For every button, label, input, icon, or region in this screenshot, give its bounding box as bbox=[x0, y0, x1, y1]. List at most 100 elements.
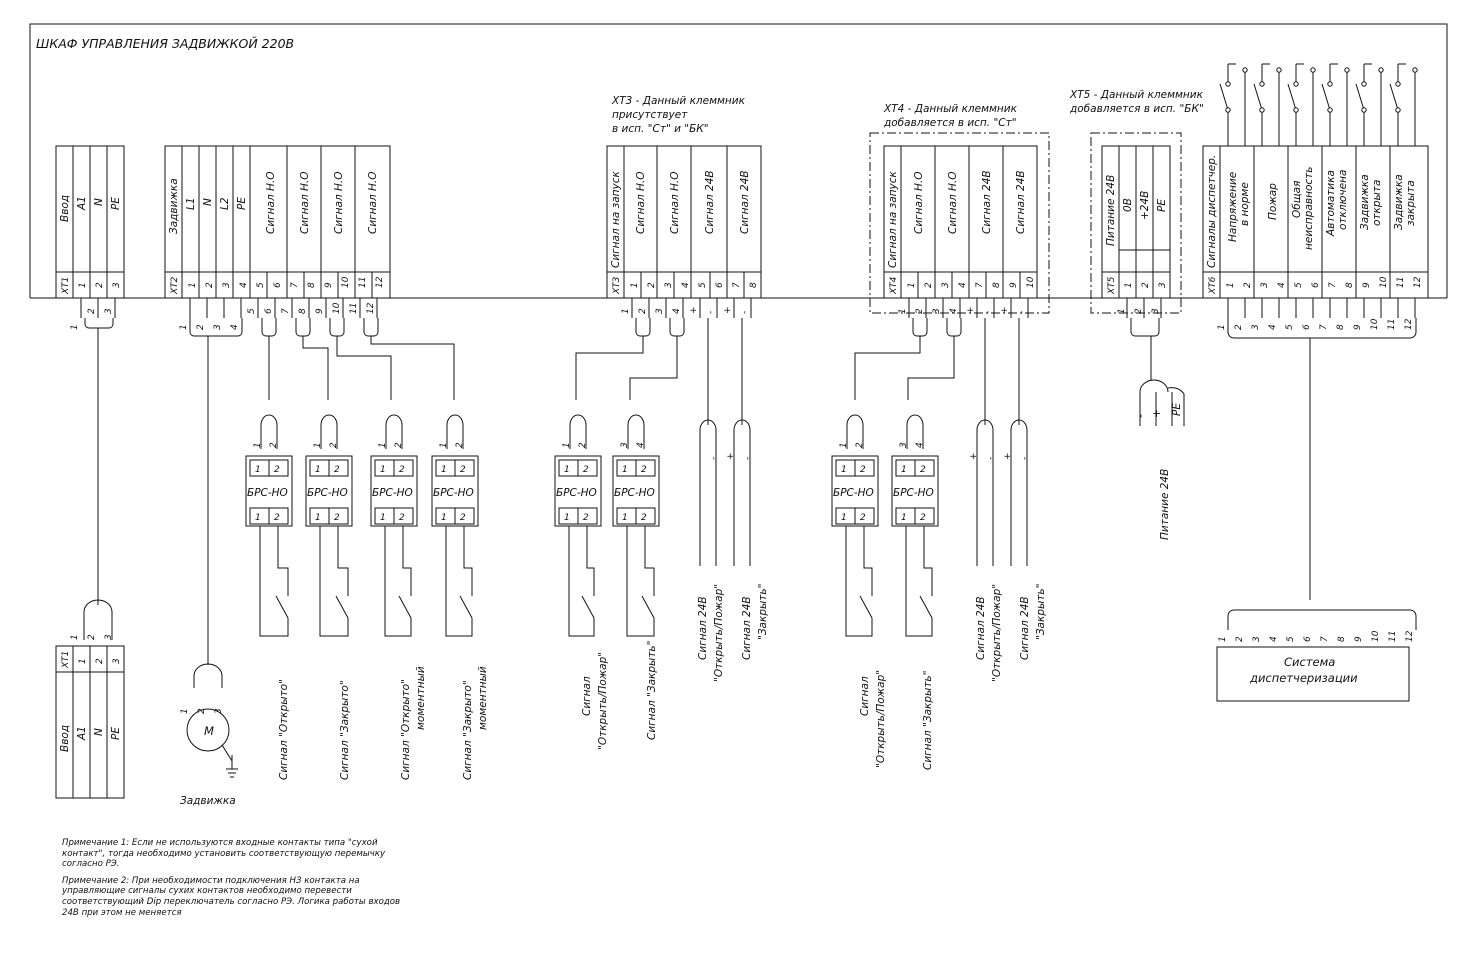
brs-top-pin: 1 bbox=[839, 442, 849, 448]
svg-text:2: 2 bbox=[1134, 308, 1144, 314]
sig-xt3-2: Сигнал "Закрыть" bbox=[646, 641, 658, 740]
dispatch-pins-2: 2 bbox=[1235, 636, 1245, 642]
xt5-note-2: добавляется в исп. "БК" bbox=[1069, 103, 1204, 115]
xt1-label-1: A1 bbox=[76, 196, 88, 211]
brs-top-pin: 2 bbox=[269, 442, 279, 448]
svg-text:1: 1 bbox=[841, 465, 847, 475]
svg-text:Сигнал 24В: Сигнал 24В bbox=[981, 170, 993, 234]
brs-top-pin: 1 bbox=[313, 442, 323, 448]
svg-text:3: 3 bbox=[214, 708, 224, 714]
svg-text:1: 1 bbox=[1124, 282, 1134, 288]
brs-module-6 bbox=[612, 455, 660, 527]
xt3-name: XT3 bbox=[612, 276, 622, 295]
brs-label: БРС-НО bbox=[893, 487, 934, 499]
xt2-wire-7: 7 bbox=[281, 308, 291, 314]
brs-top-pin: 2 bbox=[855, 442, 865, 448]
xt2-pins-10: 10 bbox=[341, 276, 351, 288]
brs-label: БРС-НО bbox=[556, 487, 597, 499]
brs-module-7 bbox=[831, 455, 879, 527]
sig-xt2-3b: моментный bbox=[415, 666, 427, 730]
svg-text:3: 3 bbox=[112, 658, 122, 664]
svg-text:2: 2 bbox=[583, 465, 589, 475]
xt2-label-0: Задвижка bbox=[168, 178, 180, 234]
notes-block: Примечание 1: Если не используются входн… bbox=[62, 838, 402, 924]
sig-xt4-3b: "Открыть/Пожар" bbox=[991, 584, 1003, 682]
dispatch-pins-1: 1 bbox=[1218, 636, 1228, 642]
xt1-pin-3: 3 bbox=[112, 282, 122, 288]
note-2: Примечание 2: При необходимости подключе… bbox=[62, 875, 401, 918]
xt4-pins-2: 2 bbox=[924, 282, 934, 288]
svg-text:2: 2 bbox=[334, 465, 340, 475]
svg-text:Сигнал на запуск: Сигнал на запуск bbox=[887, 170, 899, 268]
xt6-pins-9: 9 bbox=[1362, 282, 1372, 288]
svg-text:3: 3 bbox=[104, 634, 114, 640]
svg-text:1: 1 bbox=[70, 324, 80, 330]
svg-text:2: 2 bbox=[860, 465, 866, 475]
svg-text:Сигнал Н.О: Сигнал Н.О bbox=[367, 171, 379, 234]
sig-xt2-4b: моментный bbox=[477, 666, 489, 730]
brs-module-5 bbox=[554, 455, 602, 527]
svg-text:1: 1 bbox=[315, 465, 321, 475]
svg-text:2: 2 bbox=[334, 513, 340, 523]
dispatch-pins-11: 11 bbox=[1388, 631, 1398, 642]
relay-contact-1 bbox=[1219, 63, 1246, 146]
svg-text:Сигнал Н.О: Сигнал Н.О bbox=[299, 171, 311, 234]
svg-text:Сигналы диспетчер.: Сигналы диспетчер. bbox=[1206, 155, 1218, 268]
xt6-pins-12: 12 bbox=[1413, 276, 1423, 288]
svg-text:PE: PE bbox=[110, 727, 122, 740]
dispatch-pins-7: 7 bbox=[1320, 636, 1330, 642]
dispatch-pins-10: 10 bbox=[1371, 630, 1381, 642]
xt3-wire-4: 4 bbox=[672, 308, 682, 314]
sig-xt4-4a: Сигнал 24В bbox=[1019, 596, 1031, 660]
brs-module-2 bbox=[305, 455, 353, 527]
sig-xt3-3a: Сигнал 24В bbox=[697, 596, 709, 660]
svg-text:2: 2 bbox=[95, 658, 105, 664]
svg-text:Сигнал Н.О: Сигнал Н.О bbox=[947, 171, 959, 234]
xt2-wire-10: 10 bbox=[332, 302, 342, 314]
xt6-relay-contacts bbox=[1219, 63, 1418, 146]
xt6-pins-6: 6 bbox=[1311, 282, 1321, 288]
xt6-pins-5: 5 bbox=[1294, 282, 1304, 288]
dispatch-pins-12: 12 bbox=[1405, 630, 1415, 642]
svg-text:PE: PE bbox=[1171, 403, 1183, 416]
dispatch-line2: диспетчеризации bbox=[1249, 671, 1358, 685]
xt3-pins-6: 6 bbox=[715, 282, 725, 288]
brs-top-pin: 4 bbox=[636, 442, 646, 448]
dispatch-pins-9: 9 bbox=[1354, 636, 1364, 642]
terminal-xt1: Ввод A1 N PE XT1 1 2 3 bbox=[55, 145, 125, 299]
dispatch-line1: Система bbox=[1284, 655, 1335, 669]
svg-text:-: - bbox=[743, 457, 753, 460]
relay-contact-6 bbox=[1389, 63, 1416, 146]
motor-label: Задвижка bbox=[180, 795, 236, 807]
terminal-xt6: Сигналы диспетчер. Напряжение в норме По… bbox=[1202, 145, 1429, 299]
xt3-wires bbox=[575, 298, 752, 425]
xt2-pins-12: 12 bbox=[375, 276, 385, 288]
signal-24v-cables bbox=[699, 419, 1028, 566]
svg-text:L2: L2 bbox=[219, 197, 231, 210]
svg-text:Задвижка: Задвижка bbox=[1359, 174, 1371, 230]
svg-text:Сигнал Н.О: Сигнал Н.О bbox=[333, 171, 345, 234]
xt6-pins-10: 10 bbox=[1379, 276, 1389, 288]
terminal-xt3: Сигнал на запуск Сигнал Н.О Сигнал Н.О С… bbox=[606, 145, 762, 299]
xt6-wire-9: 9 bbox=[1353, 324, 1363, 330]
brs-switch-8 bbox=[905, 526, 933, 637]
svg-text:Сигнал Н.О: Сигнал Н.О bbox=[265, 171, 277, 234]
sig-xt3-3b: "Открыть/Пожар" bbox=[713, 584, 725, 682]
brs-top-pin: 1 bbox=[253, 442, 263, 448]
svg-text:1: 1 bbox=[901, 465, 907, 475]
svg-text:2: 2 bbox=[87, 308, 97, 314]
svg-text:2: 2 bbox=[197, 708, 207, 714]
svg-text:Напряжение: Напряжение bbox=[1227, 172, 1239, 242]
relay-contact-3 bbox=[1287, 63, 1314, 146]
xt3-note-2: присутствует bbox=[612, 109, 688, 121]
xt5-note-1: XT5 - Данный клеммник bbox=[1069, 89, 1204, 101]
brs-switch-6 bbox=[626, 526, 655, 637]
dispatch-pins-5: 5 bbox=[1286, 636, 1296, 642]
xt2-motor-cable bbox=[189, 298, 243, 665]
xt6-wire-6: 6 bbox=[1302, 324, 1312, 330]
svg-text:2: 2 bbox=[399, 513, 405, 523]
